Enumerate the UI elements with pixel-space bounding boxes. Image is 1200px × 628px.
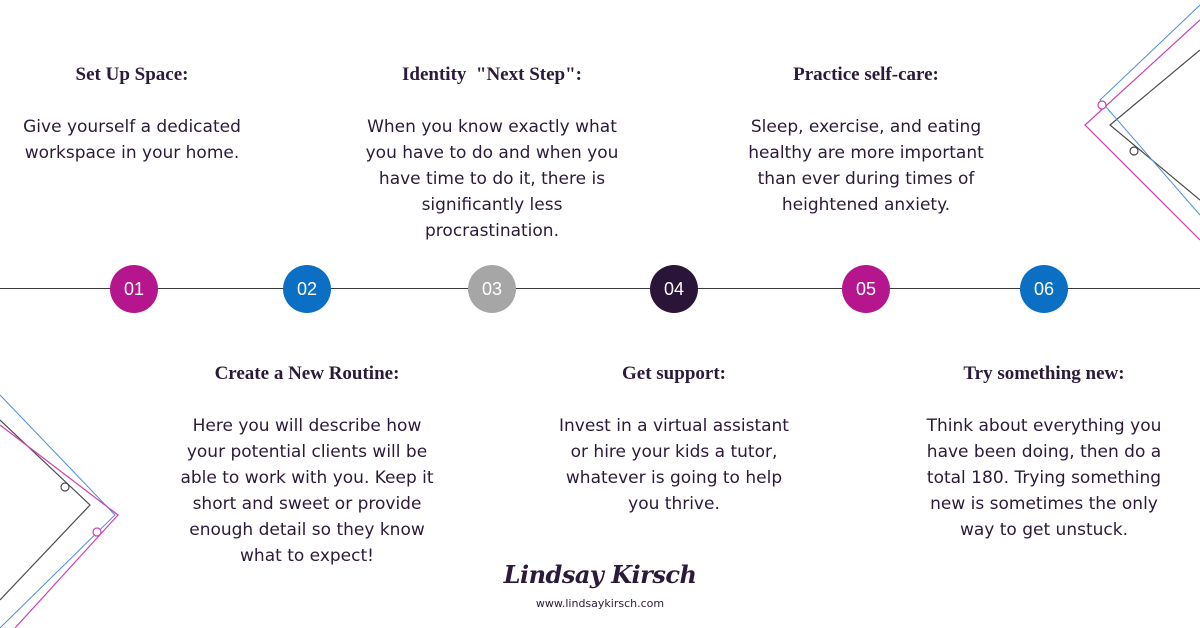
step-3-number-badge: 03: [468, 265, 516, 313]
step-6-description: Think about everything you have been doi…: [926, 416, 1162, 540]
step-1-description: Give yourself a dedicated workspace in y…: [23, 117, 241, 163]
step-4-block: Get support: Invest in a virtual assista…: [539, 363, 809, 517]
step-3-description: When you know exactly what you have to d…: [365, 117, 619, 241]
step-5-title: Practice self-care:: [793, 64, 939, 85]
step-6-title: Try something new:: [963, 363, 1125, 384]
step-2-title: Create a New Routine:: [214, 363, 400, 384]
step-3-block: Identity "Next Step": When you know exac…: [357, 64, 627, 244]
step-5-block: Practice self-care: Sleep, exercise, and…: [731, 64, 1001, 218]
step-1-number-badge: 01: [110, 265, 158, 313]
signature-logo: Lindsay Kirsch: [503, 560, 697, 589]
step-5-description: Sleep, exercise, and eating healthy are …: [748, 117, 984, 215]
step-4-title: Get support:: [622, 363, 726, 384]
step-5-number-badge: 05: [842, 265, 890, 313]
website-link[interactable]: www.lindsaykirsch.com: [535, 597, 665, 610]
step-1-title: Set Up Space:: [75, 64, 189, 85]
step-2-block: Create a New Routine: Here you will desc…: [172, 363, 442, 569]
step-6-number-badge: 06: [1020, 265, 1068, 313]
step-4-description: Invest in a virtual assistant or hire yo…: [559, 416, 789, 514]
step-3-title: Identity "Next Step":: [402, 64, 582, 85]
step-2-number-badge: 02: [283, 265, 331, 313]
timeline-line: [0, 288, 1200, 289]
step-4-number-badge: 04: [650, 265, 698, 313]
step-6-block: Try something new: Think about everythin…: [909, 363, 1179, 543]
step-1-block: Set Up Space: Give yourself a dedicated …: [0, 64, 267, 166]
step-2-description: Here you will describe how your potentia…: [180, 416, 434, 566]
